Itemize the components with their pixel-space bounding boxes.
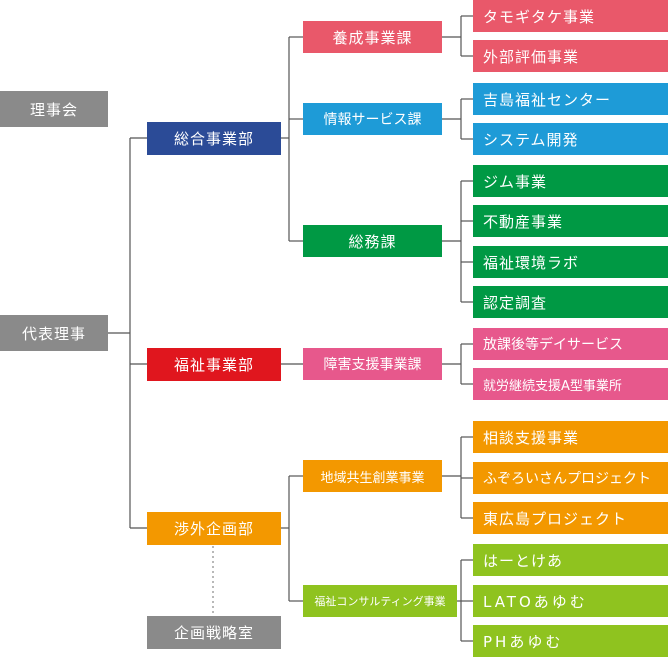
leaf-nintei: 認定調査: [473, 286, 668, 318]
dept-strategy-box: 企画戦略室: [147, 616, 281, 649]
leaf-ph: PHあゆむ: [473, 625, 668, 657]
dept-general-box: 総合事業部: [147, 122, 281, 155]
section-yosei-box: 養成事業課: [303, 21, 442, 53]
section-chiiki-box: 地域共生創業事業: [303, 460, 442, 492]
section-consult-box: 福祉コンサルティング事業: [303, 585, 457, 617]
section-somu-box: 総務課: [303, 225, 442, 257]
leaf-hokago: 放課後等デイサービス: [473, 328, 668, 360]
leaf-gym: ジム事業: [473, 165, 668, 197]
leaf-lab: 福祉環境ラボ: [473, 246, 668, 278]
dept-welfare-box: 福祉事業部: [147, 348, 281, 381]
dept-external-box: 渉外企画部: [147, 512, 281, 545]
section-info-box: 情報サービス課: [303, 103, 442, 135]
leaf-higashi: 東広島プロジェクト: [473, 502, 668, 534]
leaf-tamogitake: タモギタケ事業: [473, 0, 668, 32]
section-shogai-box: 障害支援事業課: [303, 348, 442, 380]
leaf-fuzoroi: ふぞろいさんプロジェクト: [473, 462, 668, 494]
leaf-fudosan: 不動産事業: [473, 205, 668, 237]
leaf-sodan: 相談支援事業: [473, 421, 668, 453]
board-box: 理事会: [0, 91, 108, 127]
leaf-gaibu: 外部評価事業: [473, 40, 668, 72]
representative-box: 代表理事: [0, 315, 108, 351]
leaf-system: システム開発: [473, 123, 668, 155]
leaf-haatokea: はーとけあ: [473, 544, 668, 576]
leaf-yoshijima: 吉島福祉センター: [473, 83, 668, 115]
leaf-shuro: 就労継続支援A型事業所: [473, 368, 668, 400]
leaf-lato: LATOあゆむ: [473, 585, 668, 617]
